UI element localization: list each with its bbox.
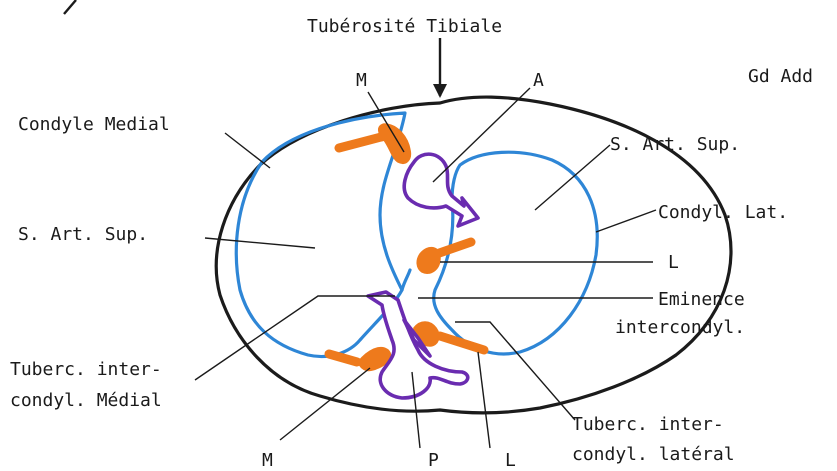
label-tuberc-med-line1: Tuberc. inter- [10, 359, 162, 380]
leader-s-art-sup-left [204, 237, 316, 249]
leader-m-top [367, 91, 405, 153]
label-p-bottom: P [428, 450, 439, 471]
leader-a-top [432, 87, 531, 183]
meniscus-horn-lateral-anterior [416, 237, 476, 274]
posterior-cruciate-ligament [366, 290, 470, 400]
leader-tuberc-lat [455, 321, 576, 421]
label-m-top: M [356, 70, 367, 91]
plateau-outline [214, 95, 733, 415]
label-tuberc-lat-line1: Tuberc. inter- [572, 414, 724, 435]
leader-tuberc-med [194, 295, 395, 381]
label-tuberosite-tibiale: Tubérosité Tibiale [307, 16, 502, 37]
label-m-bottom: M [262, 450, 273, 471]
leader-s-art-sup-right [534, 144, 611, 211]
label-gd-add: Gd Add [748, 66, 813, 87]
pen-mark [63, 0, 77, 15]
label-s-art-sup-left: S. Art. Sup. [18, 224, 148, 245]
label-s-art-sup-right: S. Art. Sup. [610, 134, 740, 155]
medial-articular-surface [234, 111, 407, 359]
meniscus-horn-medial-anterior [334, 123, 412, 164]
label-tuberc-med-line2: condyl. Médial [10, 390, 162, 411]
leader-m-bottom [279, 367, 371, 441]
label-condyle-medial: Condyle Medial [18, 114, 170, 135]
eminence-notch [400, 268, 412, 292]
leader-p-bottom [411, 371, 421, 449]
label-l-bottom: L [505, 450, 516, 471]
leader-condyle-medial [224, 132, 271, 169]
lateral-articular-surface [432, 150, 599, 356]
anterior-cruciate-ligament [402, 152, 480, 228]
label-l-mid: L [668, 252, 679, 273]
label-a-top: A [533, 70, 544, 91]
label-eminence-line1: Eminence [658, 289, 745, 310]
leader-condyl-lat [595, 209, 657, 233]
label-eminence-line2: intercondyl. [615, 317, 745, 338]
leader-l-bottom [477, 351, 491, 449]
tuberosite-arrow [433, 38, 447, 98]
label-condyl-lat: Condyl. Lat. [658, 202, 788, 223]
meniscus-horn-medial-posterior [324, 346, 392, 372]
label-tuberc-lat-line2: condyl. latéral [572, 444, 735, 465]
